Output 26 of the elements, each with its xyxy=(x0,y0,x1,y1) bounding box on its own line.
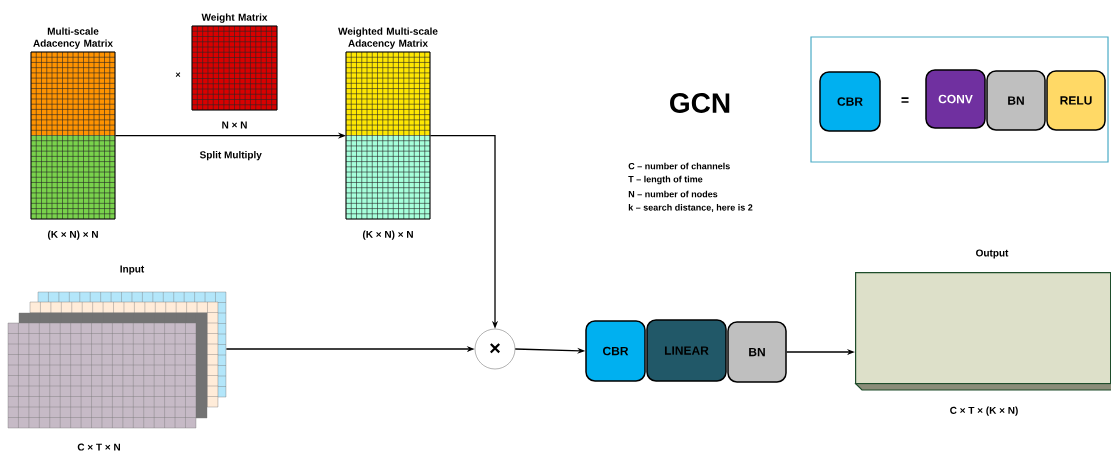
layer-block: BN xyxy=(727,321,787,383)
note-text: k – search distance, here is 2 xyxy=(628,204,753,212)
tensor-heading: Input xyxy=(120,265,145,275)
size-label: N × N xyxy=(222,121,247,129)
operator-sign: = xyxy=(901,97,909,103)
note-text: T – length of time xyxy=(628,175,703,185)
title: GCN xyxy=(670,93,730,113)
matrix-heading: Multi-scale Adacency Matrix xyxy=(33,27,113,49)
matrix-heading: Weight Matrix xyxy=(201,13,268,23)
layer-block: CONV xyxy=(925,69,986,129)
layer-block: LINEAR xyxy=(646,319,727,382)
size-label: (K × N) × N xyxy=(362,230,413,240)
note-text: C – number of channels xyxy=(628,162,730,170)
operator-sign: × xyxy=(175,72,181,77)
note-text: N – number of nodes xyxy=(628,190,718,198)
size-label: C × T × N xyxy=(77,443,120,451)
layer-block: CBR xyxy=(819,71,881,132)
layer-block: RELU xyxy=(1046,70,1106,131)
layer-block: BN xyxy=(986,70,1046,131)
layer-block: CBR xyxy=(585,320,646,382)
size-label: C × T × (K × N) xyxy=(950,406,1018,416)
size-label: (K × N) × N xyxy=(47,230,98,240)
tensor-heading: Output xyxy=(976,249,1009,259)
legend-frame xyxy=(810,36,1109,163)
edge-label: Split Multiply xyxy=(198,150,263,162)
matrix-heading: Weighted Multi-scale Adacency Matrix xyxy=(338,27,438,49)
